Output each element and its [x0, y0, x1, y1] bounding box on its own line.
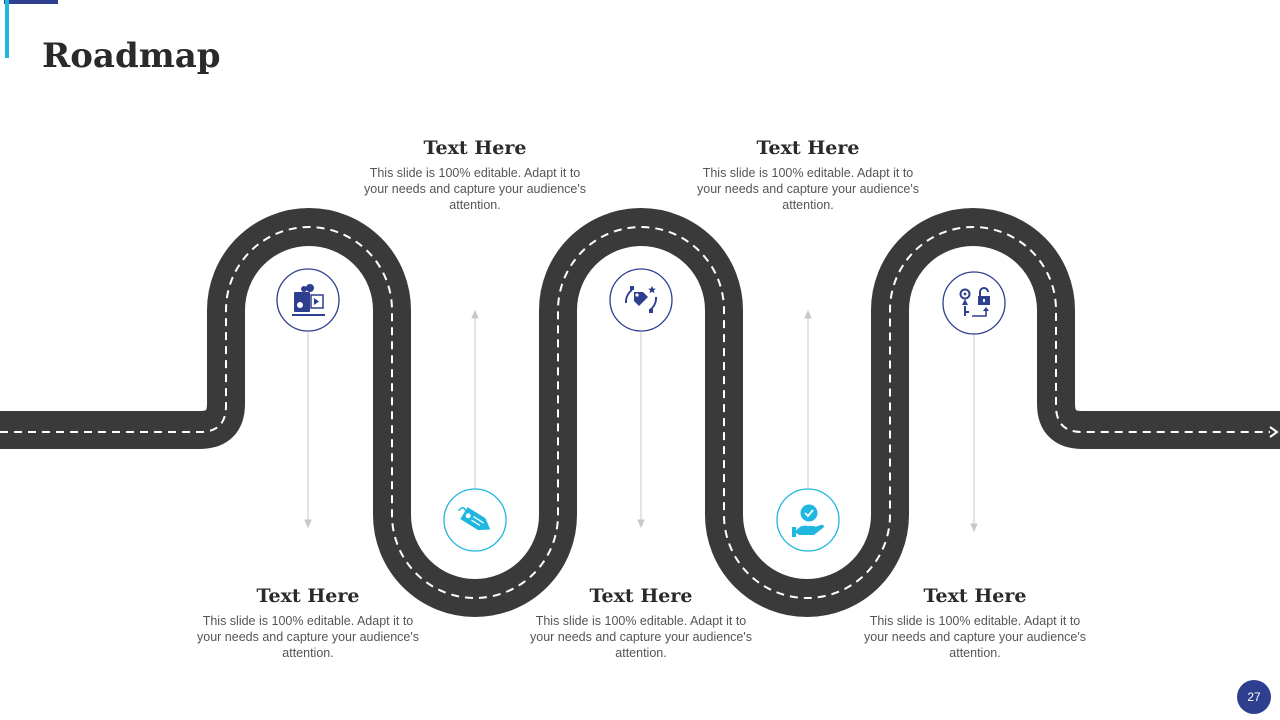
milestone-title-5: Text Here — [923, 585, 1027, 607]
milestone-body-4: This slide is 100% editable. Adapt it to… — [697, 166, 919, 212]
milestone-4: Text Here This slide is 100% editable. A… — [688, 137, 928, 213]
milestone-body-2: This slide is 100% editable. Adapt it to… — [364, 166, 586, 212]
page-title: Roadmap — [42, 36, 221, 76]
milestone-icon-circle-4 — [776, 488, 840, 552]
price-tag-icon — [457, 507, 491, 531]
milestone-5: Text Here This slide is 100% editable. A… — [855, 585, 1095, 661]
milestone-2: Text Here This slide is 100% editable. A… — [355, 137, 595, 213]
milestone-title-4: Text Here — [756, 137, 860, 159]
milestone-1: Text Here This slide is 100% editable. A… — [188, 585, 428, 661]
milestone-icon-circle-1 — [276, 268, 340, 332]
milestone-body-1: This slide is 100% editable. Adapt it to… — [197, 614, 419, 660]
analytics-dashboard-icon — [292, 284, 325, 316]
milestone-body-3: This slide is 100% editable. Adapt it to… — [530, 614, 752, 660]
road-lane-marking — [0, 226, 1270, 599]
connector-1 — [304, 332, 312, 529]
milestone-title-2: Text Here — [423, 137, 527, 159]
accent-bar-side — [5, 0, 9, 58]
connector-5 — [970, 334, 978, 533]
milestone-icon-circle-2 — [443, 488, 507, 552]
milestone-title-3: Text Here — [589, 585, 693, 607]
connector-4 — [804, 309, 812, 489]
key-lock-icon — [959, 287, 990, 317]
hand-badge-icon — [792, 504, 824, 537]
road-end-arrow-icon — [1269, 426, 1279, 438]
milestone-3: Text Here This slide is 100% editable. A… — [521, 585, 761, 661]
connector-3 — [637, 332, 645, 529]
milestone-title-1: Text Here — [256, 585, 360, 607]
tag-cycle-icon — [624, 286, 658, 313]
accent-bar-top — [4, 0, 58, 4]
milestone-icon-circle-5 — [942, 271, 1006, 335]
connector-2 — [471, 309, 479, 489]
page-number-badge: 27 — [1237, 680, 1271, 714]
milestone-icon-circle-3 — [609, 268, 673, 332]
milestone-body-5: This slide is 100% editable. Adapt it to… — [864, 614, 1086, 660]
